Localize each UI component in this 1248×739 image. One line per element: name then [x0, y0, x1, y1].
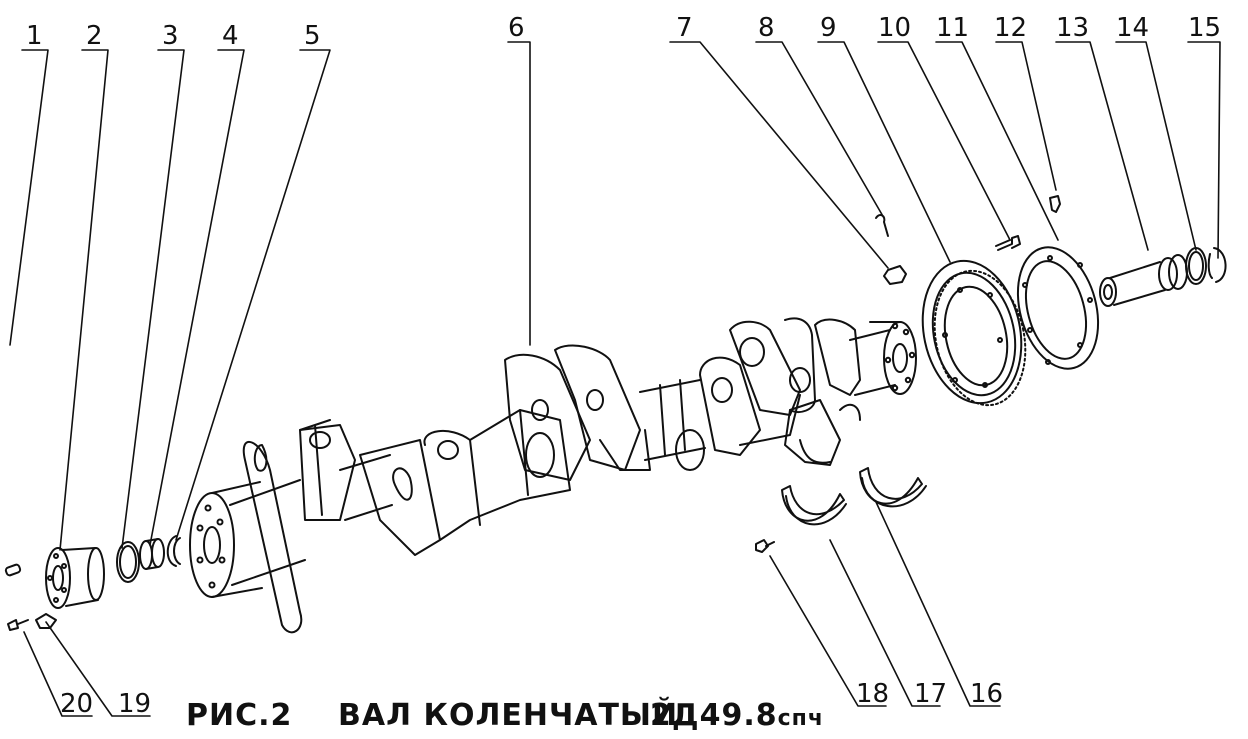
callout-16: 16	[970, 679, 1003, 709]
part-10-bolt	[995, 235, 1021, 251]
part-12-pin	[1049, 195, 1061, 213]
callout-numbers: 1 2 3 4 5 6 7 8 9 10 11 12 13 14 15 16 1…	[26, 13, 1221, 719]
callout-17: 17	[914, 679, 947, 709]
callout-19: 19	[118, 689, 151, 719]
callout-3: 3	[162, 21, 179, 51]
figure-title: ВАЛ КОЛЕНЧАТЫЙ	[338, 698, 679, 733]
callout-7: 7	[676, 13, 693, 43]
model-suffix: спч	[777, 706, 824, 731]
model-number: 2Д49.8	[650, 698, 778, 733]
part-8-cotter-pin	[875, 214, 889, 237]
part-3-ring	[116, 541, 140, 583]
callout-13: 13	[1056, 13, 1089, 43]
callout-15: 15	[1188, 13, 1221, 43]
part-15-snap-ring	[1207, 247, 1227, 283]
figure-label: РИС.2	[186, 698, 293, 733]
part-4-bushing	[139, 538, 165, 570]
part-9-ring-gear	[921, 259, 1027, 407]
callout-14: 14	[1116, 13, 1149, 43]
part-18-bolt	[755, 539, 775, 553]
part-14-ring	[1185, 247, 1207, 285]
callout-18: 18	[856, 679, 889, 709]
callout-2: 2	[86, 21, 103, 51]
part-2-flange-sleeve	[45, 547, 105, 609]
callout-1: 1	[26, 21, 43, 51]
part-17-half-washer	[781, 485, 847, 526]
callout-11: 11	[936, 13, 969, 43]
part-16-half-washer	[859, 467, 927, 508]
part-20-bolt	[7, 619, 29, 631]
part-5-snap-ring	[166, 535, 181, 567]
part-6-crankshaft	[189, 317, 917, 634]
model-designation: 2Д49.8спч	[650, 698, 824, 733]
part-7-castle-nut	[883, 265, 907, 285]
part-13-hub-shaft	[1099, 254, 1188, 307]
part-19-lock-plate	[35, 613, 57, 629]
callout-8: 8	[758, 13, 775, 43]
callout-9: 9	[820, 13, 837, 43]
callout-5: 5	[304, 21, 321, 51]
callout-12: 12	[994, 13, 1027, 43]
callout-6: 6	[508, 13, 525, 43]
callout-10: 10	[878, 13, 911, 43]
part-1-dowel-pin	[4, 563, 22, 577]
callout-20: 20	[60, 689, 93, 719]
callout-4: 4	[222, 21, 239, 51]
leader-lines	[9, 41, 1221, 717]
part-11-flywheel-ring	[1016, 246, 1100, 370]
